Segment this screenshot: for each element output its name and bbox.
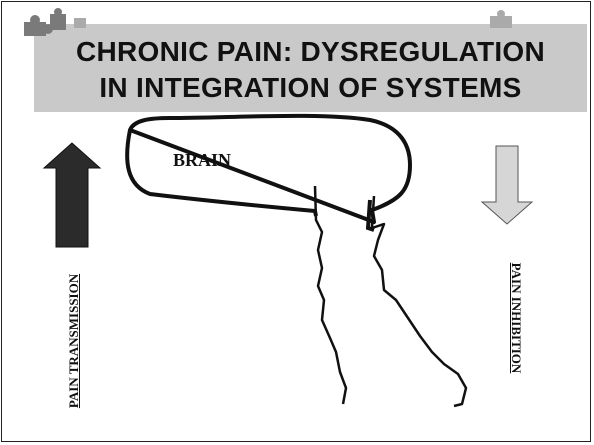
- pain-inhibition-label: PAIN INHIBITION: [508, 253, 524, 383]
- pain-transmission-label: PAIN TRANSMISSION: [66, 256, 82, 426]
- arrow-down-icon: [482, 146, 532, 224]
- arrow-up-icon: [44, 143, 100, 247]
